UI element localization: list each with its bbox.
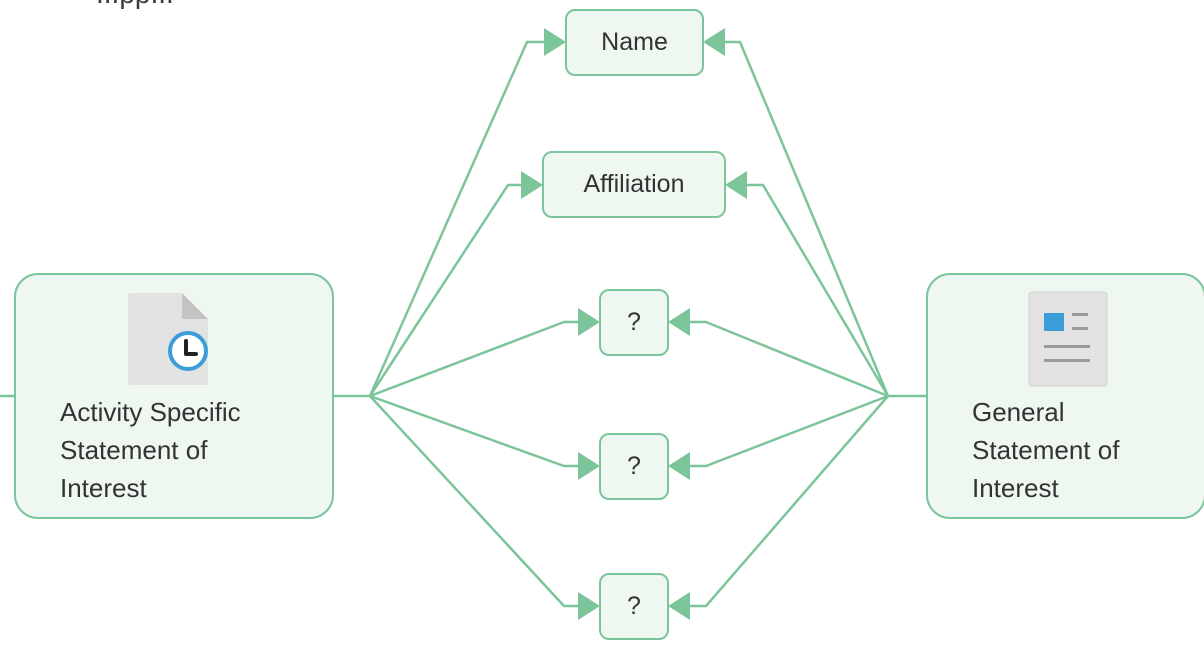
activity-label-line-2: Statement of: [60, 435, 208, 465]
field-unknown-2[interactable]: ?: [599, 433, 669, 500]
general-label-line-1: General: [972, 397, 1065, 427]
arrow-q3-right: [668, 592, 690, 620]
arrow-q2-left: [578, 452, 600, 480]
left-connector-name: [368, 40, 552, 397]
activity-statement-label: Activity Specific Statement of Interest: [60, 393, 300, 507]
activity-statement-card[interactable]: Activity Specific Statement of Interest: [14, 273, 334, 519]
field-unknown-3[interactable]: ?: [599, 573, 669, 640]
left-connector-q3: [369, 395, 586, 608]
activity-label-line-1: Activity Specific: [60, 397, 241, 427]
general-label-line-3: Interest: [972, 473, 1059, 503]
document-clock-icon: [128, 293, 208, 385]
arrow-name-right: [703, 28, 725, 56]
right-connector-q1: [682, 320, 889, 398]
arrow-q2-right: [668, 452, 690, 480]
arrow-q3-left: [578, 592, 600, 620]
right-connector-name: [716, 40, 890, 397]
arrow-q1-right: [668, 308, 690, 336]
activity-label-line-3: Interest: [60, 473, 147, 503]
arrow-q1-left: [578, 308, 600, 336]
clipped-header-text: ...pp...: [96, 0, 174, 10]
general-statement-label: General Statement of Interest: [972, 393, 1204, 507]
arrow-affiliation-right: [725, 171, 747, 199]
document-article-icon: [1028, 291, 1108, 387]
arrow-name-left: [544, 28, 566, 56]
field-name[interactable]: Name: [565, 9, 704, 76]
general-label-line-2: Statement of: [972, 435, 1120, 465]
field-unknown-1[interactable]: ?: [599, 289, 669, 356]
left-connector-q1: [369, 320, 586, 398]
general-statement-card[interactable]: General Statement of Interest: [926, 273, 1204, 519]
right-connector-q3: [682, 395, 889, 608]
field-affiliation[interactable]: Affiliation: [542, 151, 726, 218]
arrow-affiliation-left: [521, 171, 543, 199]
